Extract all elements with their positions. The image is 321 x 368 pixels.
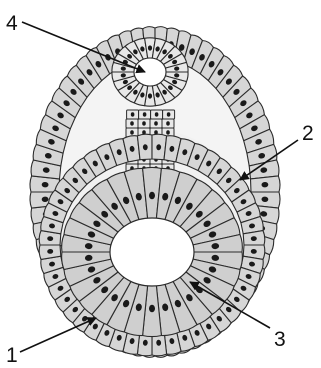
- amniotic-cavity: [134, 58, 166, 86]
- label-3: 3: [274, 328, 286, 351]
- nucleus: [148, 93, 152, 98]
- nucleus: [131, 112, 135, 116]
- label-2: 2: [302, 122, 314, 145]
- nucleus: [166, 121, 170, 125]
- nucleus: [154, 121, 158, 125]
- nucleus: [149, 192, 155, 200]
- nucleus: [155, 112, 159, 116]
- nucleus: [167, 112, 171, 116]
- nucleus: [149, 305, 155, 313]
- nucleus: [148, 45, 152, 50]
- pointer-line-1: [20, 318, 96, 352]
- yolk-sac-cavity: [110, 218, 194, 286]
- label-1: 1: [6, 344, 18, 367]
- label-4: 4: [6, 12, 18, 35]
- yolk-sac-ring: [39, 134, 265, 356]
- nucleus: [130, 121, 134, 125]
- nucleus: [130, 130, 134, 134]
- nucleus: [166, 130, 170, 134]
- nucleus: [142, 121, 146, 125]
- amniotic-vesicle-ring: [112, 38, 188, 106]
- nucleus: [143, 112, 147, 116]
